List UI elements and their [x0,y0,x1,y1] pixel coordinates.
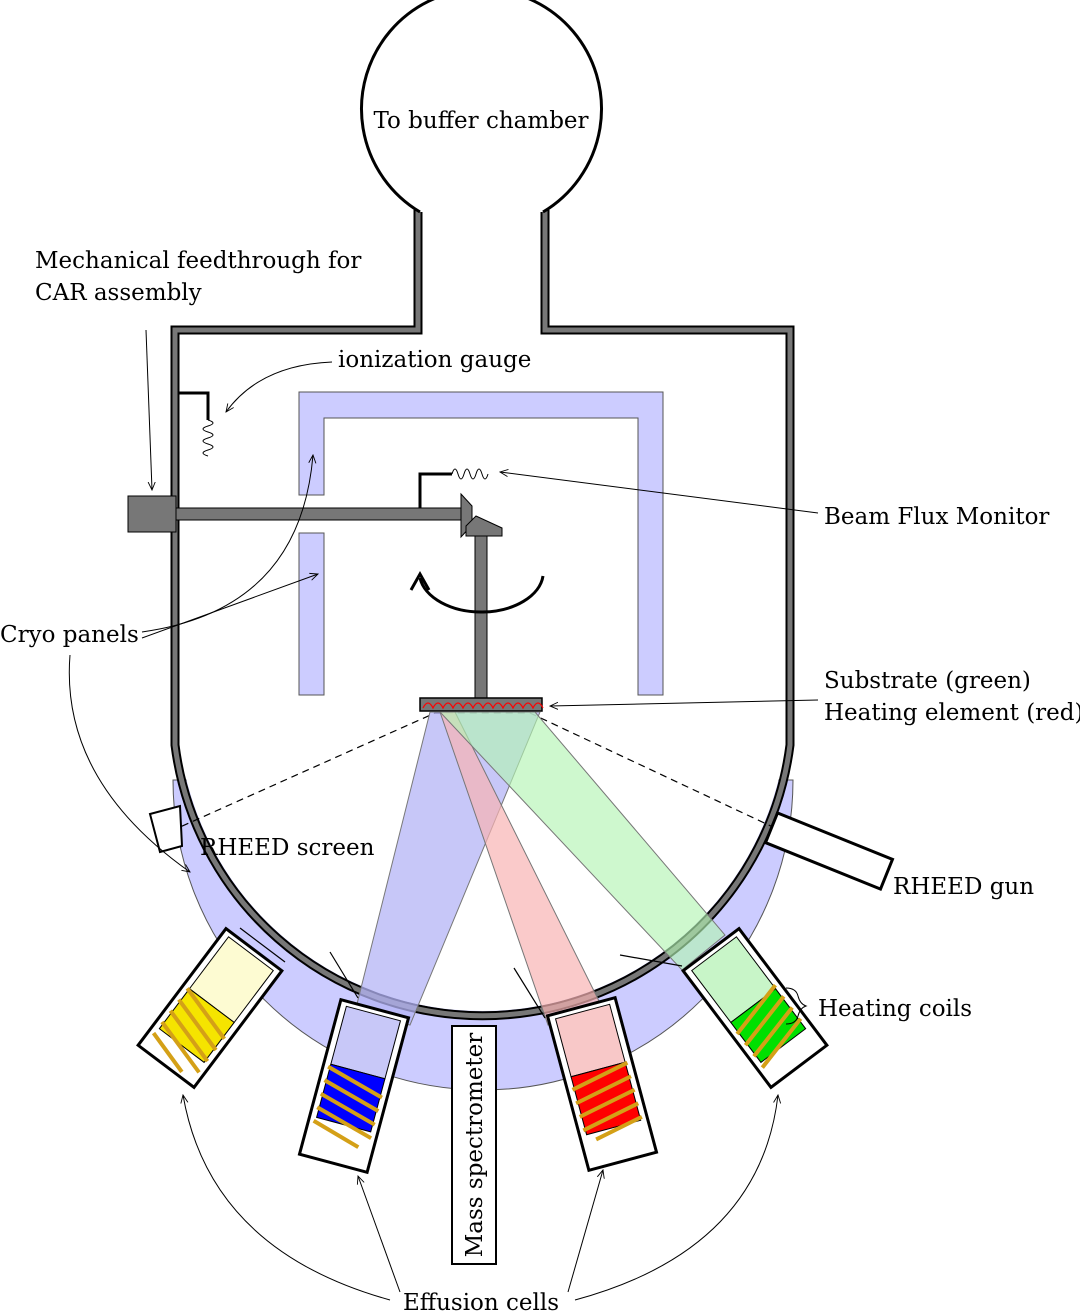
cryo-panel-left [298,532,325,696]
rotation-arrowhead-icon [409,570,431,591]
effusion-cell-yellow [136,926,284,1090]
beam-flux-monitor-wire [418,472,452,508]
green-beam [438,711,726,971]
cryo-panels-label: Cryo panels [0,622,139,648]
rheed-screen [148,804,184,854]
arrow-effusion-blue [358,1176,401,1293]
rheed-screen-label: RHEED screen [200,835,375,861]
effusion-cells-label: Effusion cells [403,1290,559,1316]
mechanical-feedthrough-block [127,495,177,533]
arrow-substrate [550,699,819,706]
mass-spectrometer-label: Mass spectrometer [462,1033,488,1258]
shutter-green [619,954,683,967]
mechanical-feedthrough-label-line1: Mechanical feedthrough for [35,248,361,274]
annotation-arrows [68,329,819,1301]
rotation-arrow-icon [418,575,545,614]
mechanical-feedthrough-label-line2: CAR assembly [35,280,202,306]
arrow-cryo-left [141,574,318,639]
arrow-mech-feedthrough [145,329,152,490]
effusion-cell-blue [297,997,411,1175]
rheed-gun-label: RHEED gun [893,874,1034,900]
arrow-effusion-green [574,1095,778,1301]
heating-element-label: Heating element (red) [824,700,1080,726]
effusion-cell-red [545,995,659,1173]
substrate-label: Substrate (green) [824,668,1031,694]
arrow-effusion-yellow [183,1095,391,1301]
shutter-red [513,967,546,1019]
heating-coils-label: Heating coils [818,996,972,1022]
arrow-beam-flux-monitor [500,472,819,514]
shutter-yellow [239,927,286,963]
heating-coils-brace [785,987,808,1025]
bevel-gear-lower-icon [465,515,503,537]
arrow-effusion-red [567,1170,603,1293]
buffer-chamber-circle [360,0,603,214]
heating-element-icon [422,702,544,710]
manipulator-shaft [474,535,488,699]
beam-flux-monitor-label: Beam Flux Monitor [824,504,1049,530]
rheed-gun [763,810,895,892]
effusion-cell-green [681,926,829,1090]
feedthrough-rod [175,507,467,521]
ionization-gauge-wire [178,391,210,420]
buffer-chamber-label: To buffer chamber [373,108,588,134]
mass-spectrometer [451,1025,497,1265]
arrow-ionization-gauge [226,361,333,412]
ionization-gauge-label: ionization gauge [338,347,531,373]
shutter-blue [329,951,359,999]
arrow-cryo-rheed [68,654,190,872]
chamber-wall-fill [172,210,793,1019]
beam-flux-monitor-filament-icon [451,468,489,480]
ionization-gauge-filament-icon [202,419,214,457]
